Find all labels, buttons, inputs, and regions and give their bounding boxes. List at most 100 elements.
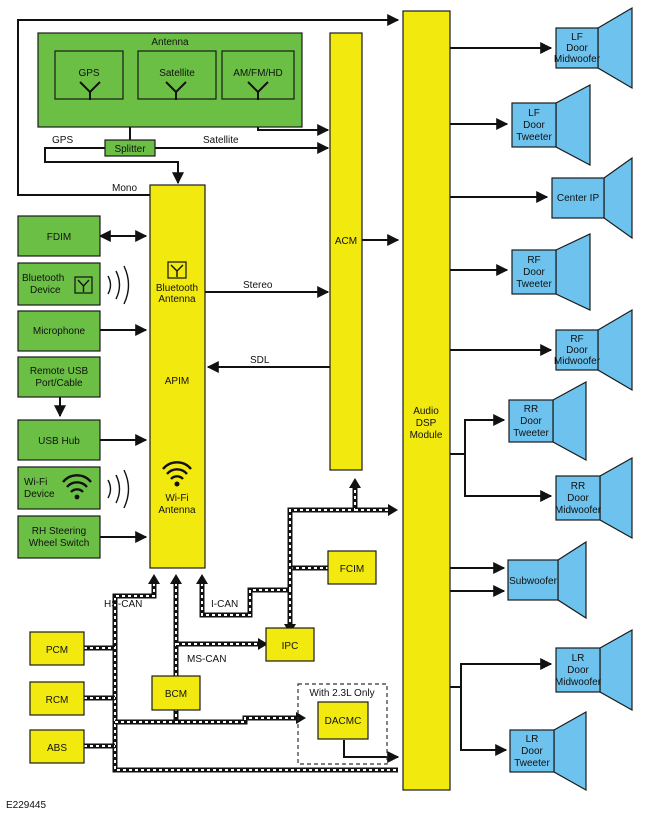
antenna-title: Antenna: [151, 37, 189, 48]
speaker-label: Door: [567, 665, 589, 676]
bluetooth-antenna-glyph: [170, 264, 184, 277]
audio-dsp-module: [402, 10, 451, 791]
rh-switch-line1: RH Steering: [32, 526, 86, 537]
speaker-cone-icon: [555, 84, 591, 166]
speaker-cone-icon: [553, 710, 587, 792]
fcim-label: FCIM: [340, 564, 364, 575]
speaker-label: LF: [571, 32, 583, 43]
apim-module: [149, 184, 206, 569]
bt-device-line1: Bluetooth: [22, 273, 64, 284]
can-bus: [84, 478, 398, 773]
stereo-label: Stereo: [243, 280, 273, 291]
abs-label: ABS: [47, 743, 67, 754]
speaker-label: Door: [567, 493, 589, 504]
speaker-label: RF: [527, 255, 540, 266]
bluetooth-antenna-glyph: [77, 279, 90, 292]
rh-steering-switch-box: [17, 515, 101, 559]
bluetooth-antenna-icon: [167, 261, 187, 279]
speaker-label: LR: [572, 653, 585, 664]
speaker-center-ip: Center IP: [551, 156, 633, 240]
antenna-icon: [247, 81, 269, 100]
apim-label: APIM: [165, 376, 189, 387]
fcim-module: [327, 550, 377, 585]
fdim-box: [17, 215, 101, 257]
wifi-antenna-icon: [162, 461, 192, 487]
speaker-label: Door: [523, 267, 545, 278]
speaker-label: RR: [571, 481, 585, 492]
speaker-cone-icon: [597, 6, 633, 90]
speaker-rr-tweeter: RR Door Tweeter: [508, 380, 587, 462]
pcm-label: PCM: [46, 645, 68, 656]
speaker-rf-midwoofer: RF Door Midwoofer: [554, 308, 633, 392]
bluetooth-device-box: [17, 262, 101, 306]
speaker-box: [511, 102, 557, 148]
acm-module: [329, 32, 363, 471]
gps-line-label: GPS: [52, 135, 73, 146]
speaker-box: [509, 729, 555, 773]
speaker-box: [555, 27, 599, 69]
speaker-box: [555, 647, 601, 693]
splitter-label: Splitter: [114, 144, 146, 155]
wifi-antenna-line1: Wi-Fi: [165, 493, 188, 504]
speakers: LF Door Midwoofer LF Door Tweeter Center…: [507, 6, 633, 792]
speaker-label: LR: [526, 734, 539, 745]
speaker-lf-tweeter: LF Door Tweeter: [511, 84, 591, 166]
speaker-lr-midwoofer: LR Door Midwoofer: [555, 628, 633, 712]
speaker-label: Midwoofer: [554, 356, 601, 367]
remote-usb-line1: Remote USB: [30, 366, 89, 377]
wifi-device-line2: Device: [24, 489, 55, 500]
acm-label: ACM: [335, 236, 357, 247]
speaker-label: Tweeter: [513, 428, 549, 439]
ipc-module: [265, 627, 315, 662]
gps-label: GPS: [78, 68, 99, 79]
wireless-waves-icon: [107, 265, 130, 509]
abs-module: [29, 729, 85, 764]
bt-device-line2: Device: [30, 285, 61, 296]
microphone-box: [17, 310, 101, 352]
speaker-cone-icon: [557, 540, 587, 620]
speaker-label: RF: [570, 334, 583, 345]
speaker-label: Tweeter: [514, 758, 550, 769]
dsp-line2: DSP: [416, 418, 437, 429]
usb-hub-box: [17, 419, 101, 461]
satellite-line-label: Satellite: [203, 135, 239, 146]
wifi-device-box: [17, 466, 101, 510]
antenna-group: Antenna GPS Satellite AM/FM/HD Splitter …: [37, 32, 303, 157]
rcm-module: [29, 681, 85, 716]
speaker-box: [511, 249, 557, 295]
bcm-module: [151, 675, 201, 711]
speaker-box: [508, 399, 554, 443]
speaker-lr-tweeter: LR Door Tweeter: [509, 710, 587, 792]
amfmhd-label: AM/FM/HD: [233, 68, 282, 79]
speaker-label: LF: [528, 108, 540, 119]
mono-label: Mono: [112, 183, 137, 194]
wifi-device-line1: Wi-Fi: [24, 477, 47, 488]
speaker-label: Door: [520, 416, 542, 427]
speaker-box: [507, 559, 559, 601]
dacmc-optional-group: [297, 683, 388, 765]
wifi-icon: [62, 474, 92, 500]
speaker-label: RR: [524, 404, 538, 415]
i-can-label: I-CAN: [211, 599, 238, 610]
hs-can-label: HS-CAN: [104, 599, 142, 610]
rcm-label: RCM: [46, 695, 69, 706]
dacmc-note: With 2.3L Only: [309, 688, 374, 699]
speaker-box: [555, 329, 599, 371]
speaker-subwoofer: Subwoofer: [507, 540, 587, 620]
speaker-label: Door: [566, 43, 588, 54]
pcm-module: [29, 631, 85, 666]
speaker-rf-tweeter: RF Door Tweeter: [511, 233, 591, 311]
speaker-cone-icon: [599, 456, 633, 540]
speaker-label: Tweeter: [516, 279, 552, 290]
input-devices: FDIM Bluetooth Device Microphone Remote …: [17, 215, 101, 559]
speaker-box: [555, 475, 601, 521]
antenna-icon: [165, 81, 187, 100]
speaker-cone-icon: [552, 380, 587, 462]
sdl-label: SDL: [250, 355, 270, 366]
remote-usb-line2: Port/Cable: [35, 378, 83, 389]
speaker-label: Door: [521, 746, 543, 757]
bt-antenna-line1: Bluetooth: [156, 283, 198, 294]
rh-switch-line2: Wheel Switch: [29, 538, 90, 549]
ipc-label: IPC: [282, 641, 299, 652]
